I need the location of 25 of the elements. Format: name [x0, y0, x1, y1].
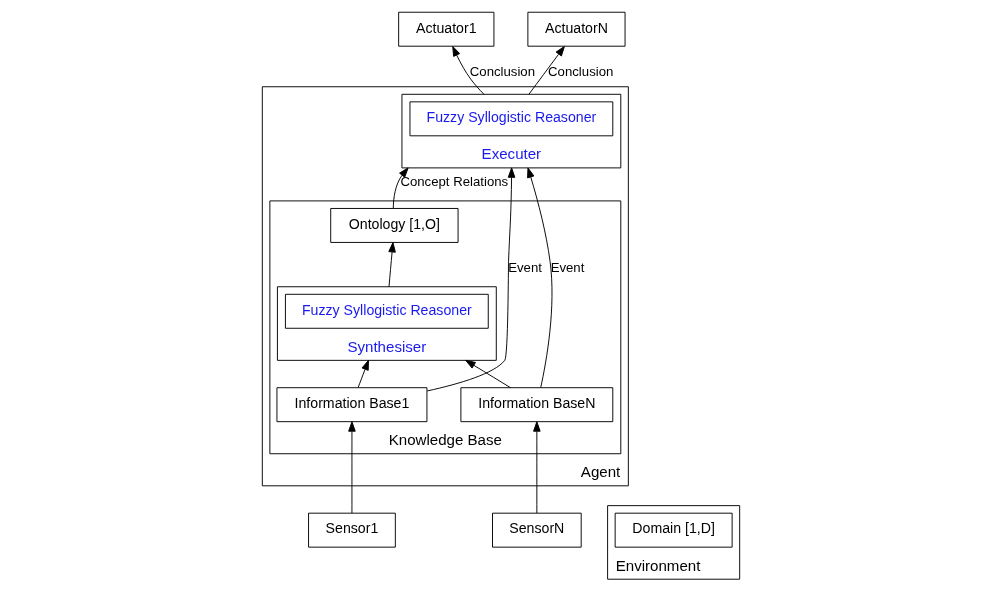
node-box: Information Base1 [276, 387, 428, 423]
edge-label: Conclusion [469, 63, 536, 79]
node-box: Fuzzy Syllogistic Reasoner [284, 293, 489, 329]
arrow [452, 45, 485, 95]
node-box: Domain [1,D] [614, 512, 733, 548]
arrow [357, 359, 369, 388]
node-box: ActuatorN [527, 11, 626, 47]
edge-label: Event [550, 259, 585, 275]
edge-label: Event [508, 259, 542, 275]
node-box: Information BaseN [460, 387, 614, 423]
edge-label: Concept Relations [400, 174, 509, 190]
arrow [348, 421, 356, 514]
node-box: Sensor1 [308, 512, 396, 548]
arrow [388, 242, 396, 288]
node-box: Fuzzy Syllogistic Reasoner [409, 101, 614, 137]
arrow [527, 167, 553, 388]
arrow [528, 45, 565, 95]
node-box: Ontology [1,O] [330, 208, 459, 243]
arrow [533, 421, 541, 514]
arrow [392, 167, 409, 209]
node-box: SensorN [492, 512, 582, 548]
edge-label: Conclusion [548, 63, 614, 79]
arrow [426, 167, 516, 392]
arrow [465, 359, 511, 389]
node-box: Actuator1 [398, 11, 495, 47]
